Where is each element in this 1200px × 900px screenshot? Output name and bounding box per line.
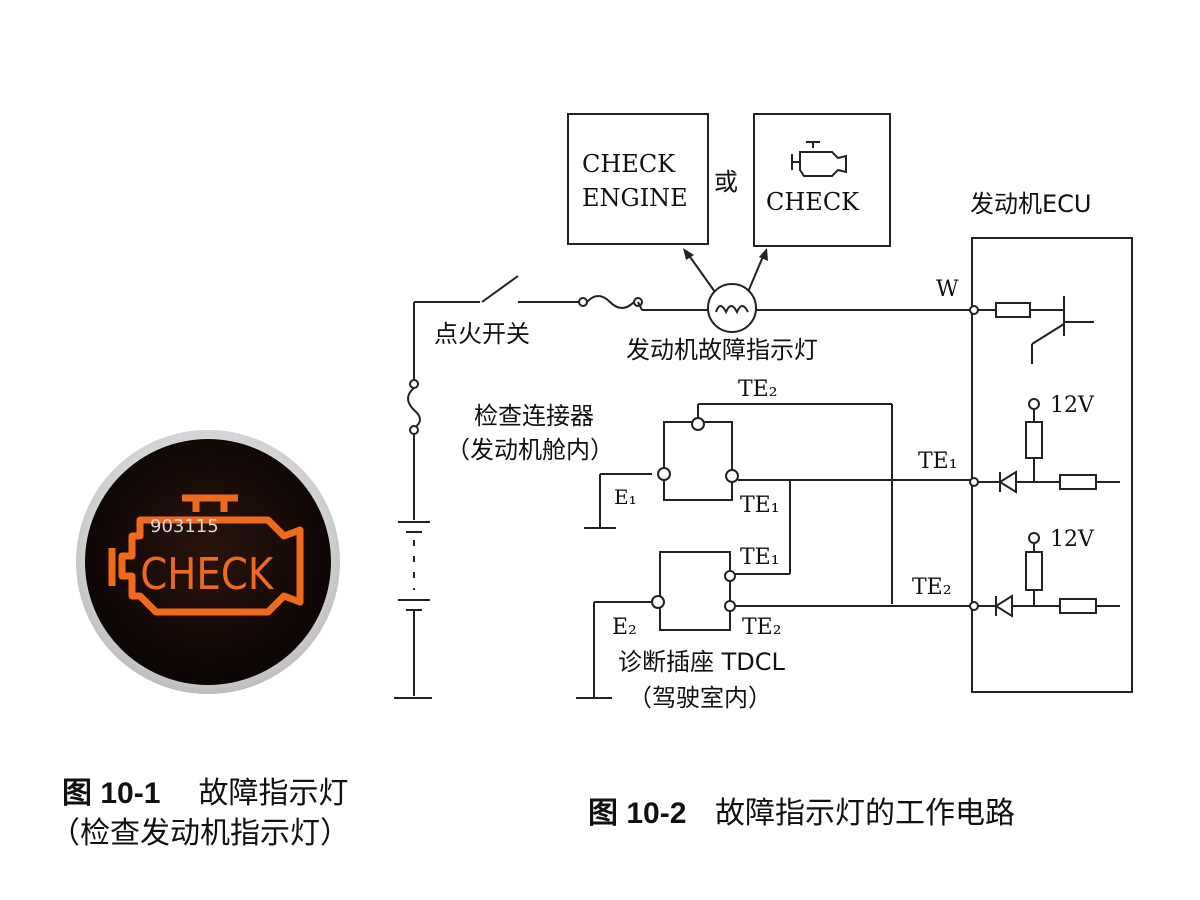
figure2-title: 故障指示灯的工作电路 [715, 796, 1015, 831]
ecu-te2-label: TE₂ [912, 575, 952, 600]
figure2-number: 图 10-2 [588, 797, 687, 830]
check-connector-label: 检查连接器 [474, 402, 594, 430]
v12-label-b: 12V [1050, 527, 1095, 552]
e2-label: E₂ [612, 615, 637, 640]
e1-label: E₁ [614, 485, 637, 509]
te1-label: TE₁ [740, 493, 780, 518]
te2-top-label: TE₂ [738, 377, 778, 402]
figure1-title: 故障指示灯 [198, 776, 349, 811]
ecu-box [971, 237, 1133, 693]
check-text: CHECK [766, 188, 860, 216]
engine-outline-icon [108, 494, 304, 616]
v12-label-a: 12V [1050, 393, 1095, 418]
lamp-check-text: CHECK [140, 549, 275, 600]
figure1-number: 图 10-1 [62, 777, 161, 810]
photo-watermark: 903115 [150, 516, 219, 537]
check-engine-box [567, 113, 709, 245]
check-connector-location: （发动机舱内） [446, 436, 614, 464]
w-terminal-label: W [936, 277, 959, 302]
check-icon-box [753, 113, 891, 247]
check-engine-line2: ENGINE [582, 184, 688, 212]
figure1-caption: 图 10-1 故障指示灯 [62, 768, 349, 812]
indicator-lamp-label: 发动机故障指示灯 [626, 336, 818, 364]
figure2-caption: 图 10-2 故障指示灯的工作电路 [588, 788, 1015, 832]
tdcl-label: 诊断插座 TDCL [618, 648, 786, 676]
ignition-switch-label: 点火开关 [434, 320, 530, 348]
ecu-label: 发动机ECU [970, 190, 1092, 218]
figure1-subtitle: （检查发动机指示灯） [50, 816, 350, 851]
te2-lower-label: TE₂ [742, 615, 782, 640]
lamp-face [85, 439, 331, 685]
indicator-lamp-symbol [707, 283, 757, 333]
ecu-te1-label: TE₁ [918, 449, 958, 474]
fuse-top [586, 295, 635, 309]
te1-lower-label: TE₁ [740, 545, 780, 570]
ignition-switch-blade [481, 275, 519, 303]
check-engine-line1: CHECK [582, 150, 676, 178]
tdcl-location: （驾驶室内） [628, 684, 772, 712]
engine-icon [791, 141, 847, 177]
or-text: 或 [714, 168, 738, 196]
